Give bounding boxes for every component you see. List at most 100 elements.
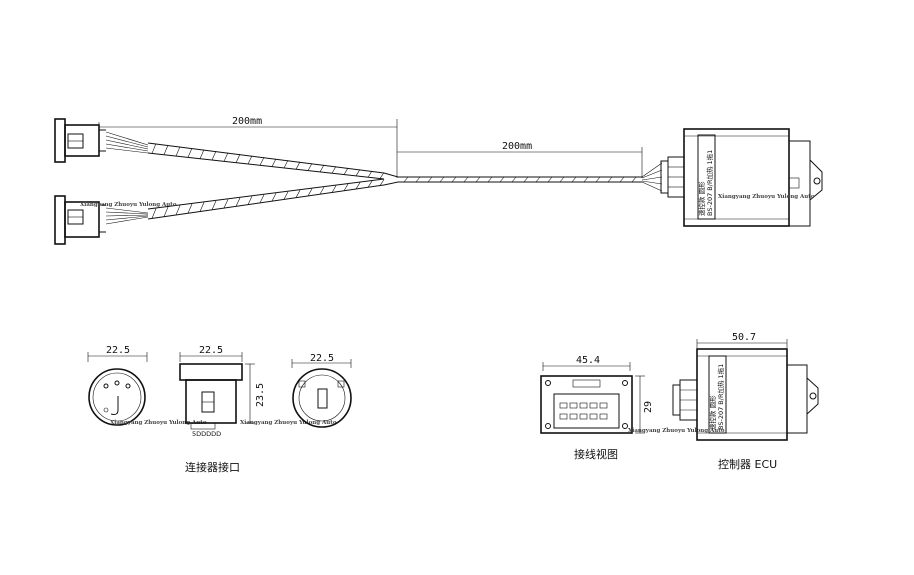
connector-code-label: 5DDDDD [192, 430, 221, 438]
cable-wrap-stripe [295, 161, 301, 170]
cable-wrap-stripe [607, 176, 613, 183]
ecu-body: BS-207 B/R加热 1拖1 速控款 圆形 [683, 128, 823, 227]
caption-connector-interface: 连接器接口 [185, 461, 240, 474]
main-cable-trunk [383, 162, 663, 192]
cable-wrap-stripe [439, 176, 445, 183]
cable-wrap-stripe [199, 202, 205, 212]
cable-wrap-stripe [559, 176, 565, 183]
cable-wrap-stripe [247, 155, 253, 165]
ecu-plug [660, 156, 685, 198]
upper-cable-branch [147, 142, 385, 180]
cable-wrap-stripe [583, 176, 589, 183]
cable-wrap-stripe [427, 176, 433, 183]
wiring-pins-top [559, 402, 608, 409]
cable-wrap-stripe [379, 172, 385, 179]
cable-wrap-stripe [151, 143, 157, 154]
watermark-wiring: Xiangyang Zhuoyu Yulong Auto [628, 428, 725, 434]
cable-wrap-stripe [487, 176, 493, 183]
caption-controller: 控制器 ECU [718, 457, 777, 471]
harness-assembly: BS-207 B/R加热 1拖1 速控款 圆形 200mm 200mm Xian… [54, 116, 823, 245]
cable-wrap-stripe [619, 176, 625, 183]
cable-wrap-stripe [187, 203, 193, 214]
cable-wrap-stripe [235, 154, 241, 163]
cable-wrap-stripe [379, 179, 385, 186]
cable-wrap-stripe [163, 206, 169, 217]
cable-wrap-stripe [307, 188, 313, 197]
wiring-pins-bottom [559, 413, 608, 420]
cable-wrap-stripe [235, 197, 241, 207]
cable-wrap-stripe [271, 158, 277, 167]
connector-side-view: 22.5 5DDDDD 23.5 Xiangyang Zhuoyu Yulong… [179, 345, 337, 438]
cable-wrap-stripe [175, 146, 181, 157]
wiring-height-label: 29 [643, 401, 654, 413]
side-width-label: 22.5 [199, 345, 223, 356]
cable-wrap-stripe [283, 160, 289, 169]
watermark-upper: Xiangyang Zhuoyu Yulong Auto [718, 194, 815, 200]
cable-wrap-stripe [367, 170, 373, 178]
cable-wrap-stripe [367, 180, 373, 188]
length-label-left: 200mm [232, 116, 262, 127]
cable-wrap-stripe [499, 176, 505, 183]
cable-wrap-stripe [475, 176, 481, 183]
ecu-label-line2: 速控款 圆形 [697, 181, 706, 216]
cable-wrap-stripe [547, 176, 553, 183]
back-width-label: 22.5 [310, 353, 334, 364]
watermark-front: Xiangyang Zhuoyu Yulong Auto [110, 420, 207, 426]
ecu-lower-label-line1: BS-207 B/R加热 1拖1 [716, 364, 725, 430]
cable-wrap-stripe [355, 182, 361, 190]
cable-wrap-stripe [415, 176, 421, 183]
bottom-connector [54, 195, 149, 245]
cable-wrap-stripe [151, 208, 157, 219]
top-connector [54, 118, 149, 163]
cable-wrap-stripe [463, 176, 469, 183]
ecu-lower-view: 50.7 BS-207 B/R加热 1拖1 速控款 圆形 [672, 332, 819, 441]
cable-wrap-stripe [523, 176, 529, 183]
cable-wrap-stripe [187, 147, 193, 158]
cable-wrap-stripe [199, 149, 205, 159]
cable-wrap-stripe [355, 169, 361, 177]
cable-wrap-stripe [451, 176, 457, 183]
cable-wrap-stripe [223, 152, 229, 162]
connector-front-view: 22.5 Xiangyang Zhuoyu Yulong Auto [87, 345, 207, 426]
ecu-label-line1: BS-207 B/R加热 1拖1 [705, 150, 714, 216]
dimension-upper-left: 200mm [98, 116, 398, 178]
cable-wrap-stripe [319, 164, 325, 173]
watermark-side: Xiangyang Zhuoyu Yulong Auto [240, 420, 337, 426]
side-height-label: 23.5 [255, 383, 266, 407]
cable-wrap-stripe [283, 191, 289, 200]
cable-wrap-stripe [259, 157, 265, 166]
wiring-view: 45.4 29 Xiangyang Zhuoyu Yulong Auto [540, 355, 725, 434]
cable-wrap-stripe [271, 193, 277, 202]
cable-wrap-stripe [331, 166, 337, 174]
cable-wrap-stripe [307, 163, 313, 171]
cable-wrap-stripe [403, 176, 409, 183]
dimension-upper-right: 200mm [397, 141, 643, 178]
cable-wrap-stripe [295, 190, 301, 198]
cable-wrap-stripe [211, 200, 217, 210]
cable-wrap-stripe [223, 199, 229, 209]
caption-wiring-view: 接线视图 [574, 447, 618, 461]
wiring-width-label: 45.4 [576, 355, 600, 366]
cable-wrap-stripe [511, 176, 517, 183]
cable-wrap-stripe [331, 185, 337, 193]
watermark-connector: Xiangyang Zhuoyu Yulong Auto [80, 202, 177, 208]
cable-wrap-stripe [343, 183, 349, 191]
cable-wrap-stripe [535, 176, 541, 183]
cable-wrap-stripe [319, 186, 325, 195]
lower-cable-branch [147, 178, 385, 220]
ecu-lower-label-line2: 速控款 圆形 [708, 395, 717, 430]
cable-wrap-stripe [595, 176, 601, 183]
cable-wrap-stripe [163, 144, 169, 155]
ecu-width-label: 50.7 [732, 332, 756, 343]
cable-wrap-stripe [211, 151, 217, 161]
cable-wrap-stripe [343, 167, 349, 175]
cable-wrap-stripe [631, 176, 637, 183]
connector-back-view: 22.5 [291, 353, 352, 428]
cable-wrap-stripe [247, 196, 253, 205]
length-label-right: 200mm [502, 141, 532, 152]
cable-wrap-stripe [259, 194, 265, 203]
front-width-label: 22.5 [106, 345, 130, 356]
cable-wrap-stripe [571, 176, 577, 183]
cable-wrap-stripe [175, 205, 181, 216]
